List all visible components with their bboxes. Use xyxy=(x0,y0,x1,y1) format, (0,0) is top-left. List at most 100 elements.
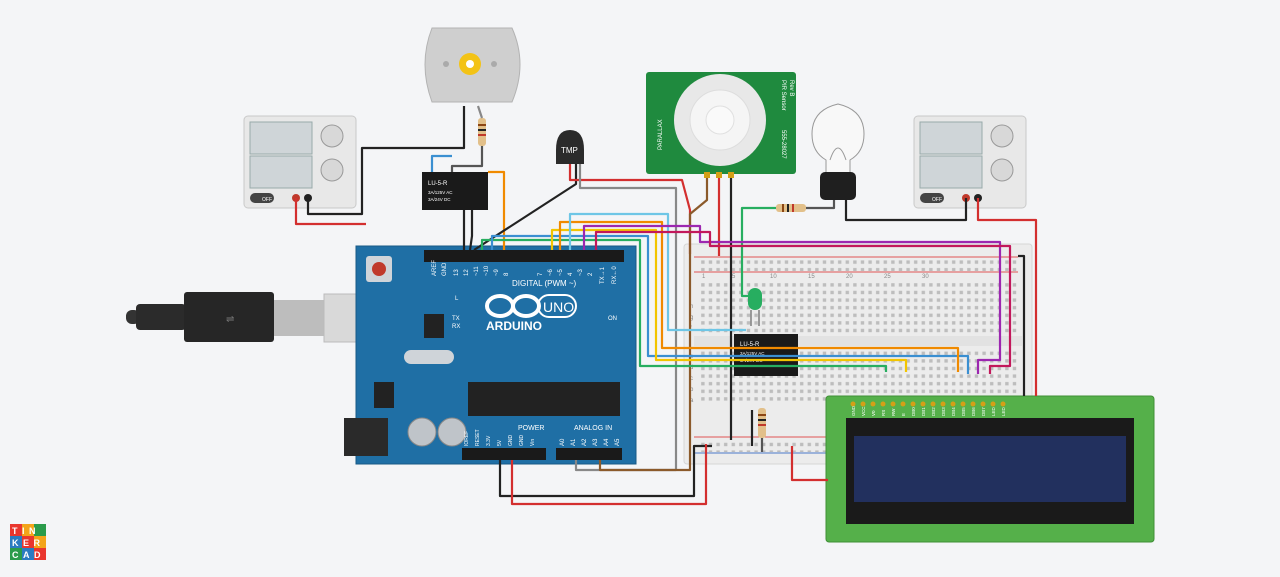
pin-label: ~6 xyxy=(548,268,554,276)
column-label: 25 xyxy=(884,274,891,280)
pir-title: PIR Sensor xyxy=(780,80,786,111)
row-label: c xyxy=(690,376,693,382)
logo-line-3: CAD xyxy=(12,550,45,560)
psu-left-power-switch[interactable] xyxy=(250,193,274,203)
led-rx-label: RX xyxy=(452,324,460,330)
pin-label: A3 xyxy=(593,438,599,446)
pin-label: GND xyxy=(851,405,856,416)
logo-line-1: TIN xyxy=(12,526,40,536)
pin-label: TX→1 xyxy=(600,266,606,284)
resistor-board[interactable] xyxy=(758,408,766,438)
relay-top-line1: 3A/125V AC xyxy=(428,190,453,195)
pin-label: 12 xyxy=(464,269,470,276)
resistor-lamp[interactable] xyxy=(776,204,806,212)
row-label: g xyxy=(690,315,693,321)
pin-label: DB7 xyxy=(981,407,986,416)
dc-motor[interactable] xyxy=(424,27,521,103)
analog-label: ANALOG IN xyxy=(574,425,612,432)
relay-top-line2: 3A/24V DC xyxy=(428,197,451,202)
temp-sensor-label: TMP xyxy=(561,146,578,155)
pin-label: ~11 xyxy=(474,266,480,276)
pin-label: DB2 xyxy=(931,407,936,416)
power-supply-left[interactable]: OFF xyxy=(243,115,357,209)
column-label: 5 xyxy=(732,274,736,280)
wires xyxy=(294,105,1038,506)
power-header[interactable] xyxy=(462,448,546,460)
pin-label: ~5 xyxy=(558,268,564,276)
pin-label: GND xyxy=(519,435,525,447)
relay-board-line1: 3A/125V AC xyxy=(740,351,765,356)
analog-pin-labels: A0 A1 A2 A3 A4 A5 xyxy=(560,438,621,446)
pin-label: LED xyxy=(1001,406,1006,416)
atmega-chip xyxy=(468,382,620,416)
pin-label: DB4 xyxy=(951,407,956,416)
row-label: a xyxy=(690,398,694,404)
row-label: b xyxy=(690,387,694,393)
pin-label: GND xyxy=(508,435,514,447)
pin-label: V0 xyxy=(871,410,876,416)
pir-part: 555-28027 xyxy=(780,130,786,159)
lcd-pin-labels: GND VCC V0 RS RW E DB0 DB1 DB2 DB3 DB4 D… xyxy=(851,405,1006,416)
psu-right-power-switch[interactable] xyxy=(920,193,944,203)
pin-label: 5V xyxy=(497,439,503,446)
pin-label: DB1 xyxy=(921,407,926,416)
pin-label: AREF xyxy=(432,260,438,276)
pin-label: VCC xyxy=(861,406,866,416)
led-green[interactable] xyxy=(748,288,762,326)
pin-label: DB0 xyxy=(911,407,916,416)
pin-label: 13 xyxy=(454,269,460,276)
pir-sensor[interactable]: PARALLAX PIR Sensor Rev B 555-28027 xyxy=(646,72,796,178)
pin-label: ~10 xyxy=(484,265,490,276)
pin-label: A4 xyxy=(604,438,610,446)
logo-line-2: KER xyxy=(12,538,45,548)
digital-header[interactable] xyxy=(424,250,624,262)
row-label: h xyxy=(690,304,693,310)
pin-label: 8 xyxy=(504,272,510,276)
breadboard-column-labels: 1 5 10 15 20 25 30 xyxy=(702,274,929,280)
led-tx-label: TX xyxy=(452,316,460,322)
lcd-16x2[interactable]: GND VCC V0 RS RW E DB0 DB1 DB2 DB3 DB4 D… xyxy=(825,395,1155,543)
digital-pin-labels: AREF GND 13 12 ~11 ~10 ~9 8 7 ~6 ~5 4 ~3… xyxy=(432,260,618,284)
pin-label: E xyxy=(901,413,906,416)
lcd-pins xyxy=(850,401,1006,407)
light-bulb[interactable] xyxy=(811,103,865,200)
pin-label: A1 xyxy=(571,438,577,446)
temperature-sensor[interactable]: TMP xyxy=(556,130,584,164)
pin-label: ~9 xyxy=(494,268,500,276)
pin-label: GND xyxy=(442,262,448,276)
pin-label: 3.3V xyxy=(486,435,492,446)
arduino-uno[interactable]: ARDUINO UNO DIGITAL (PWM ~) POWER ANALOG… xyxy=(344,245,637,465)
pin-label: RESET xyxy=(475,429,481,446)
usb-cable[interactable]: ⇌ xyxy=(126,292,395,343)
relay-top-title: LU-5-R xyxy=(428,181,448,187)
pin-label: ~3 xyxy=(578,268,584,276)
pin-label: IOREF xyxy=(464,431,470,446)
pin-label: RS xyxy=(881,410,886,416)
led-l-label: L xyxy=(455,296,459,302)
analog-header[interactable] xyxy=(556,448,622,460)
pir-rev: Rev B xyxy=(788,80,794,96)
pin-label: DB6 xyxy=(971,407,976,416)
pin-label: Vin xyxy=(530,439,536,446)
power-supply-right[interactable]: OFF xyxy=(913,115,1027,209)
arduino-logo: ARDUINO UNO xyxy=(485,294,577,333)
power-label: POWER xyxy=(518,425,544,432)
arduino-brand: ARDUINO xyxy=(486,319,542,333)
usb-icon: ⇌ xyxy=(226,314,234,325)
tinkercad-logo: TIN KER CAD xyxy=(10,524,46,560)
resistor-motor[interactable] xyxy=(478,118,486,146)
reset-button[interactable] xyxy=(372,262,386,276)
relay-top[interactable]: LU-5-R 3A/125V AC 3A/24V DC xyxy=(422,172,488,210)
pin-label: 4 xyxy=(568,272,574,276)
pin-label: A5 xyxy=(615,438,621,446)
lcd-screen xyxy=(854,436,1126,502)
column-label: 15 xyxy=(808,274,815,280)
pin-label: DB3 xyxy=(941,407,946,416)
pin-label: RW xyxy=(891,408,896,416)
row-label: d xyxy=(690,365,693,371)
pin-label: A0 xyxy=(560,438,566,446)
column-label: 30 xyxy=(922,274,929,280)
pin-label: DB5 xyxy=(961,407,966,416)
digital-label: DIGITAL (PWM ~) xyxy=(512,279,577,288)
